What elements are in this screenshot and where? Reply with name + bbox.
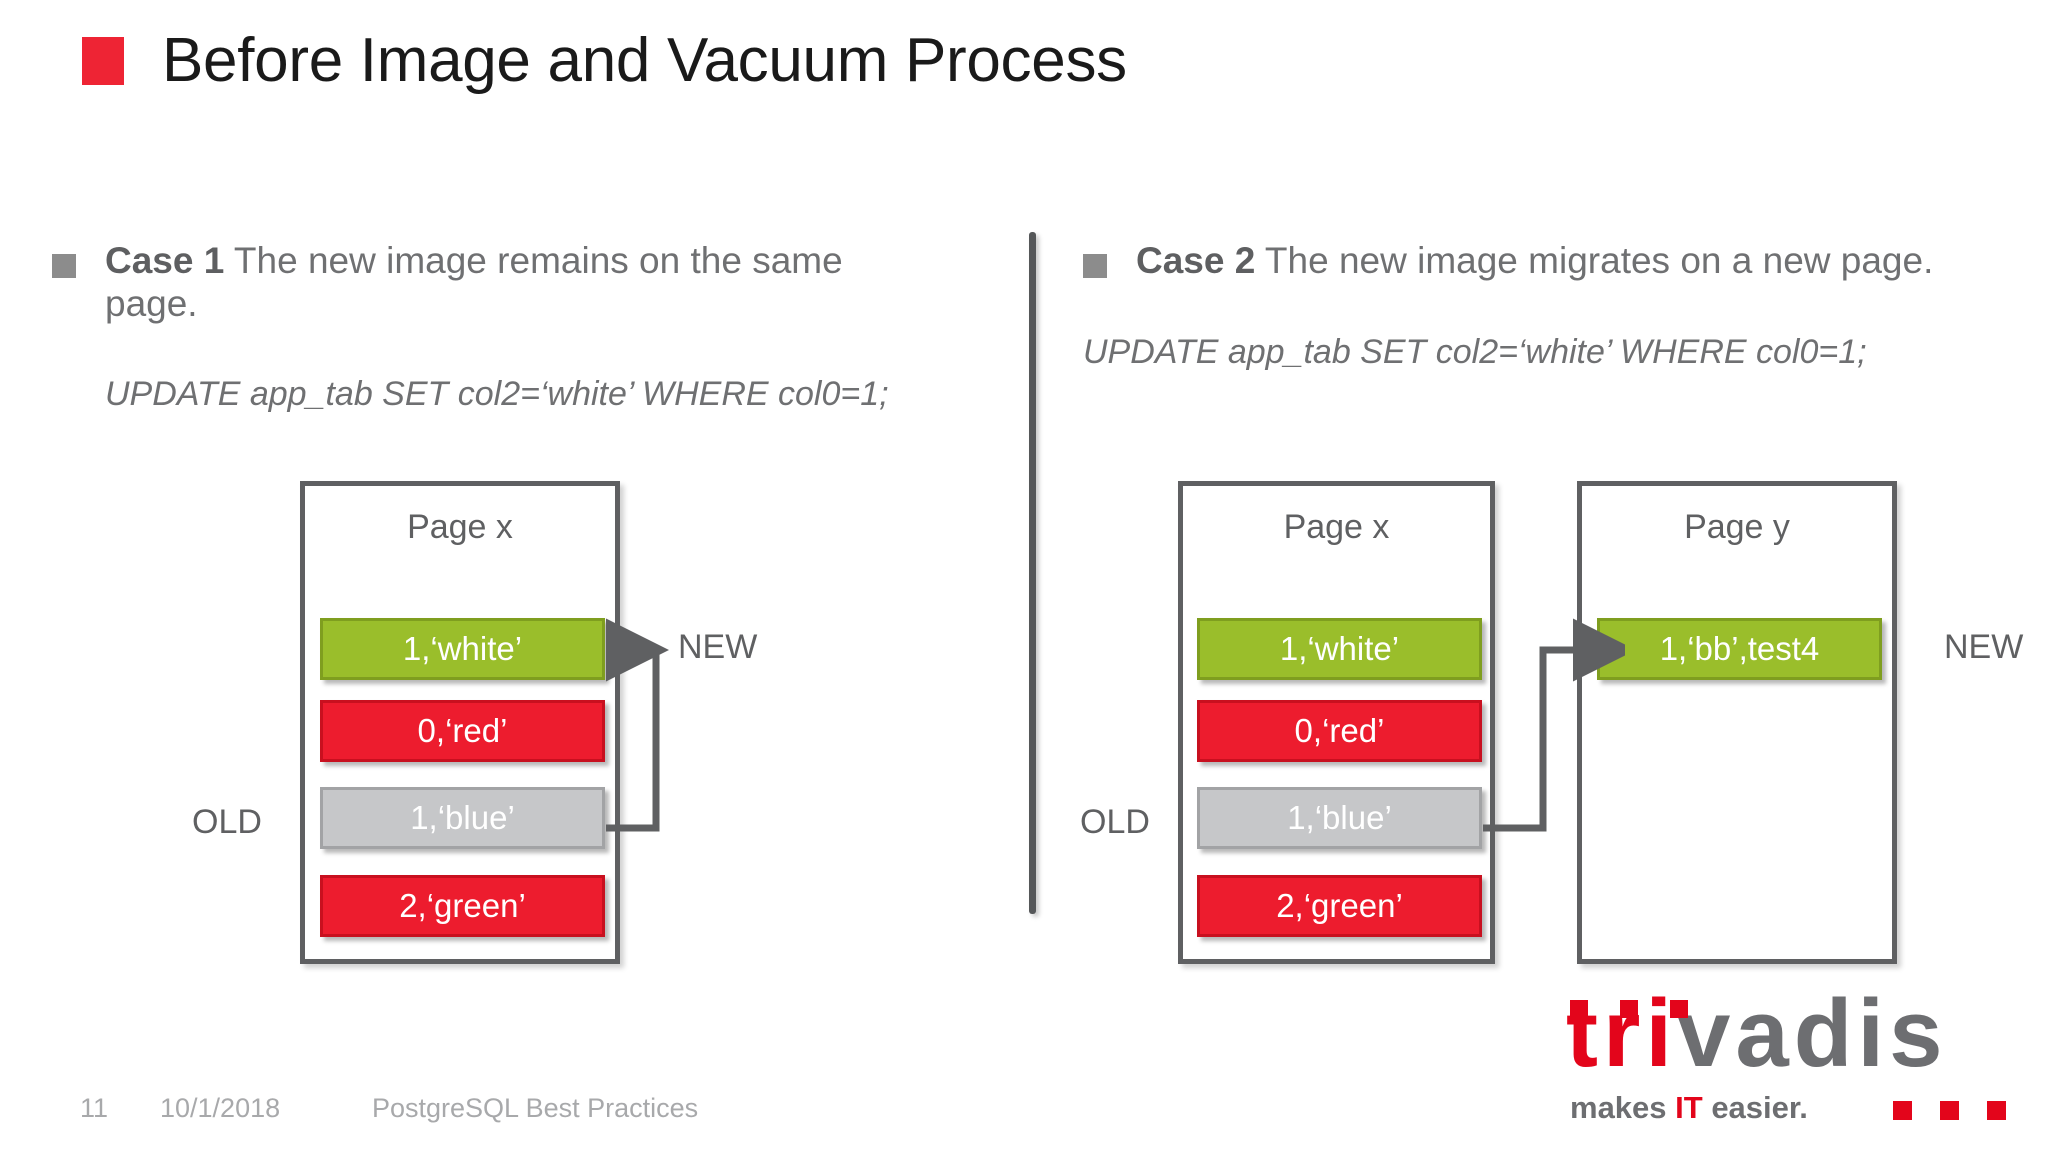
logo-brand-gray: vadis: [1677, 980, 1948, 1087]
logo-dot-3: [1987, 1101, 2006, 1120]
case-1-new-label: NEW: [678, 628, 758, 666]
case-2-pagex-row-2: 1,‘blue’: [1197, 787, 1482, 849]
case-2-page-y-box: Page y: [1577, 481, 1897, 964]
case-1-label: Case 1: [105, 240, 225, 281]
title-bullet-square: [82, 37, 124, 85]
case-1-row-3: 2,‘green’: [320, 875, 605, 937]
case-2-column: Case 2 The new image migrates on a new p…: [1083, 240, 2013, 372]
logo-square-t: [1570, 1000, 1588, 1018]
footer-topic: PostgreSQL Best Practices: [372, 1093, 699, 1123]
case-2-label: Case 2: [1136, 240, 1256, 281]
logo-square-i: [1670, 1000, 1688, 1018]
case-1-heading: Case 1 The new image remains on the same…: [52, 240, 992, 325]
case-1-row-0: 1,‘white’: [320, 618, 605, 680]
case-1-column: Case 1 The new image remains on the same…: [52, 240, 992, 414]
case-2-new-label: NEW: [1944, 628, 2024, 666]
case-2-bullet-square: [1083, 254, 1107, 278]
footer-page-number: 11: [80, 1093, 109, 1123]
case-1-row-1: 0,‘red’: [320, 700, 605, 762]
case-1-bullet-square: [52, 254, 76, 278]
logo-tagline-post: easier.: [1702, 1090, 1808, 1125]
case-2-pagey-row-0: 1,‘bb’,test4: [1597, 618, 1882, 680]
case-1-heading-text: Case 1 The new image remains on the same…: [105, 240, 925, 325]
case-2-sql-statement: UPDATE app_tab SET col2=‘white’ WHERE co…: [1083, 332, 1867, 371]
trivadis-logo: trivadis makes IT easier.: [1552, 982, 2012, 1132]
logo-tagline-it: IT: [1675, 1090, 1703, 1125]
page-title: Before Image and Vacuum Process: [162, 26, 1127, 95]
case-1-old-label: OLD: [192, 803, 262, 841]
case-2-pagex-row-1: 0,‘red’: [1197, 700, 1482, 762]
case-2-description: The new image migrates on a new page.: [1255, 240, 1934, 281]
logo-dots-group: [1893, 1101, 2006, 1120]
slide-footer: 11 10/1/2018 PostgreSQL Best Practices: [0, 1062, 2048, 1152]
logo-tagline: makes IT easier.: [1570, 1090, 1808, 1126]
case-2-old-label: OLD: [1080, 803, 1150, 841]
footer-date: 10/1/2018: [160, 1093, 281, 1123]
case-2-pagex-row-0: 1,‘white’: [1197, 618, 1482, 680]
logo-tagline-pre: makes: [1570, 1090, 1676, 1125]
logo-dot-1: [1893, 1101, 1912, 1120]
case-2-heading: Case 2 The new image migrates on a new p…: [1083, 240, 2013, 283]
case-1-page-x-label: Page x: [407, 508, 513, 546]
logo-dot-2: [1940, 1101, 1959, 1120]
case-2-page-y-label: Page y: [1684, 508, 1790, 546]
case-2-heading-text: Case 2 The new image migrates on a new p…: [1136, 240, 1933, 283]
logo-brand-red: tri: [1566, 980, 1677, 1087]
column-divider: [1029, 232, 1036, 914]
case-2-pagex-row-3: 2,‘green’: [1197, 875, 1482, 937]
case-1-description: The new image remains on the same page.: [105, 240, 843, 324]
slide-title-row: Before Image and Vacuum Process: [82, 30, 1127, 92]
logo-square-r: [1620, 1000, 1638, 1018]
case-1-sql-statement: UPDATE app_tab SET col2=‘white’ WHERE co…: [105, 375, 889, 414]
case-2-page-x-label: Page x: [1283, 508, 1390, 546]
case-1-row-2: 1,‘blue’: [320, 787, 605, 849]
